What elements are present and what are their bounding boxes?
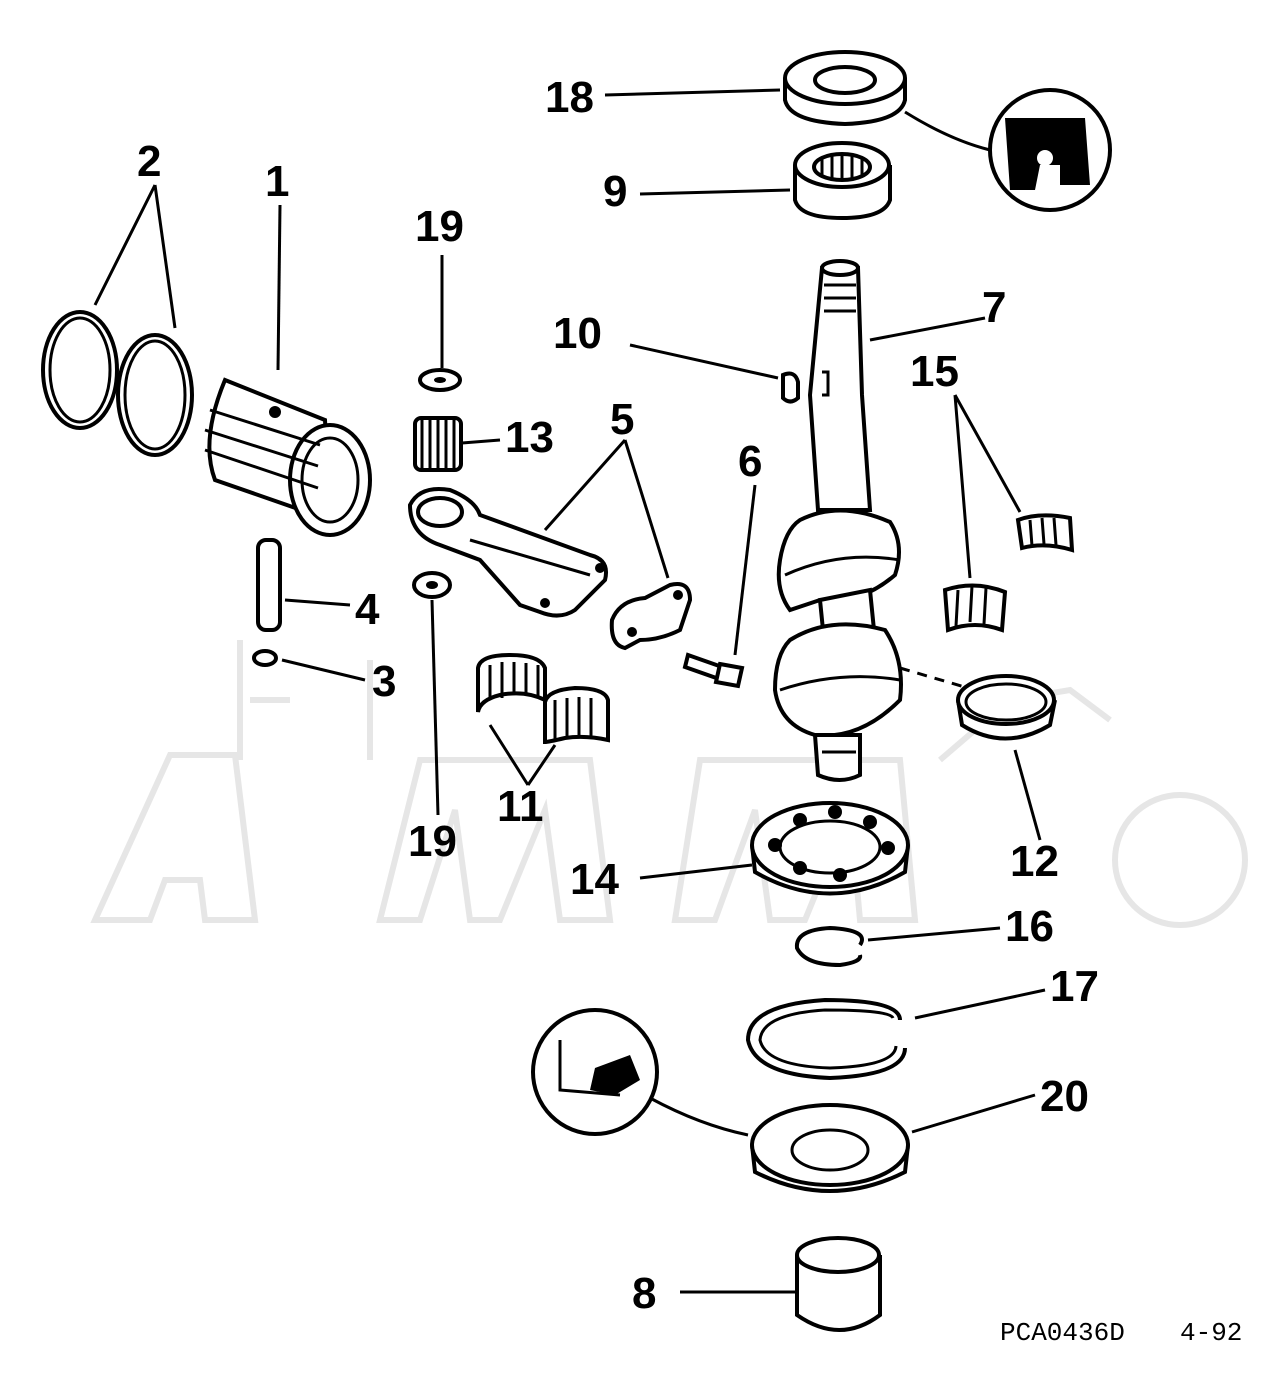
main-bearing-part-15-lower [942,583,1008,633]
rod-cap-part-5 [609,582,693,651]
figure-code: PCA0436D [1000,1318,1125,1348]
crankshaft-part-7 [772,259,903,782]
callout-14: 14 [570,855,619,904]
callout-18: 18 [545,73,594,122]
rod-bolt-part-6 [682,652,745,689]
callout-12: 12 [1010,837,1059,886]
piston-rings-part-2 [41,310,194,457]
ball-bearing-part-14 [750,801,910,896]
watermark-logo [90,640,1248,928]
seal-part-18 [783,50,907,127]
seal-part-20 [750,1103,910,1193]
washer-part-19-bottom [412,571,452,599]
callout-15: 15 [910,347,959,396]
detail-circle-bottom [531,1008,749,1137]
callout-1: 1 [265,157,290,206]
retaining-ring-part-17 [745,997,907,1081]
key-part-10 [781,371,800,404]
bearing-halves-part-11 [476,652,610,745]
piston-pin-part-4 [256,538,282,632]
callout-2: 2 [137,137,162,186]
callout-17: 17 [1050,962,1099,1011]
leader-lines [93,88,1046,1294]
piston-part-1 [204,377,372,537]
page-number: 4-92 [1180,1318,1243,1348]
callout-19-bottom: 19 [408,817,457,866]
callout-16: 16 [1005,902,1054,951]
needle-bearing-part-13 [413,416,463,472]
sleeve-part-8 [795,1236,882,1332]
retaining-ring-part-3 [252,649,278,667]
snap-ring-part-16 [794,925,864,968]
callout-7: 7 [982,283,1007,332]
callout-20: 20 [1040,1072,1089,1121]
washer-part-19-top [418,368,462,392]
connecting-rod-part-5 [407,487,608,618]
detail-circle-top [904,88,1112,212]
bearing-part-9 [793,141,892,221]
sleeve-part-12 [956,674,1057,741]
callout-8: 8 [632,1269,657,1318]
main-bearing-part-15-upper [1015,513,1075,553]
callout-4: 4 [355,585,380,634]
callout-6: 6 [738,437,763,486]
callout-10: 10 [553,309,602,358]
callout-5: 5 [610,395,635,444]
callout-9: 9 [603,167,628,216]
callout-11: 11 [497,782,544,831]
callout-13: 13 [505,413,554,462]
dashed-guide-line [899,666,976,692]
callout-19-top: 19 [415,202,464,251]
callout-3: 3 [372,657,397,706]
